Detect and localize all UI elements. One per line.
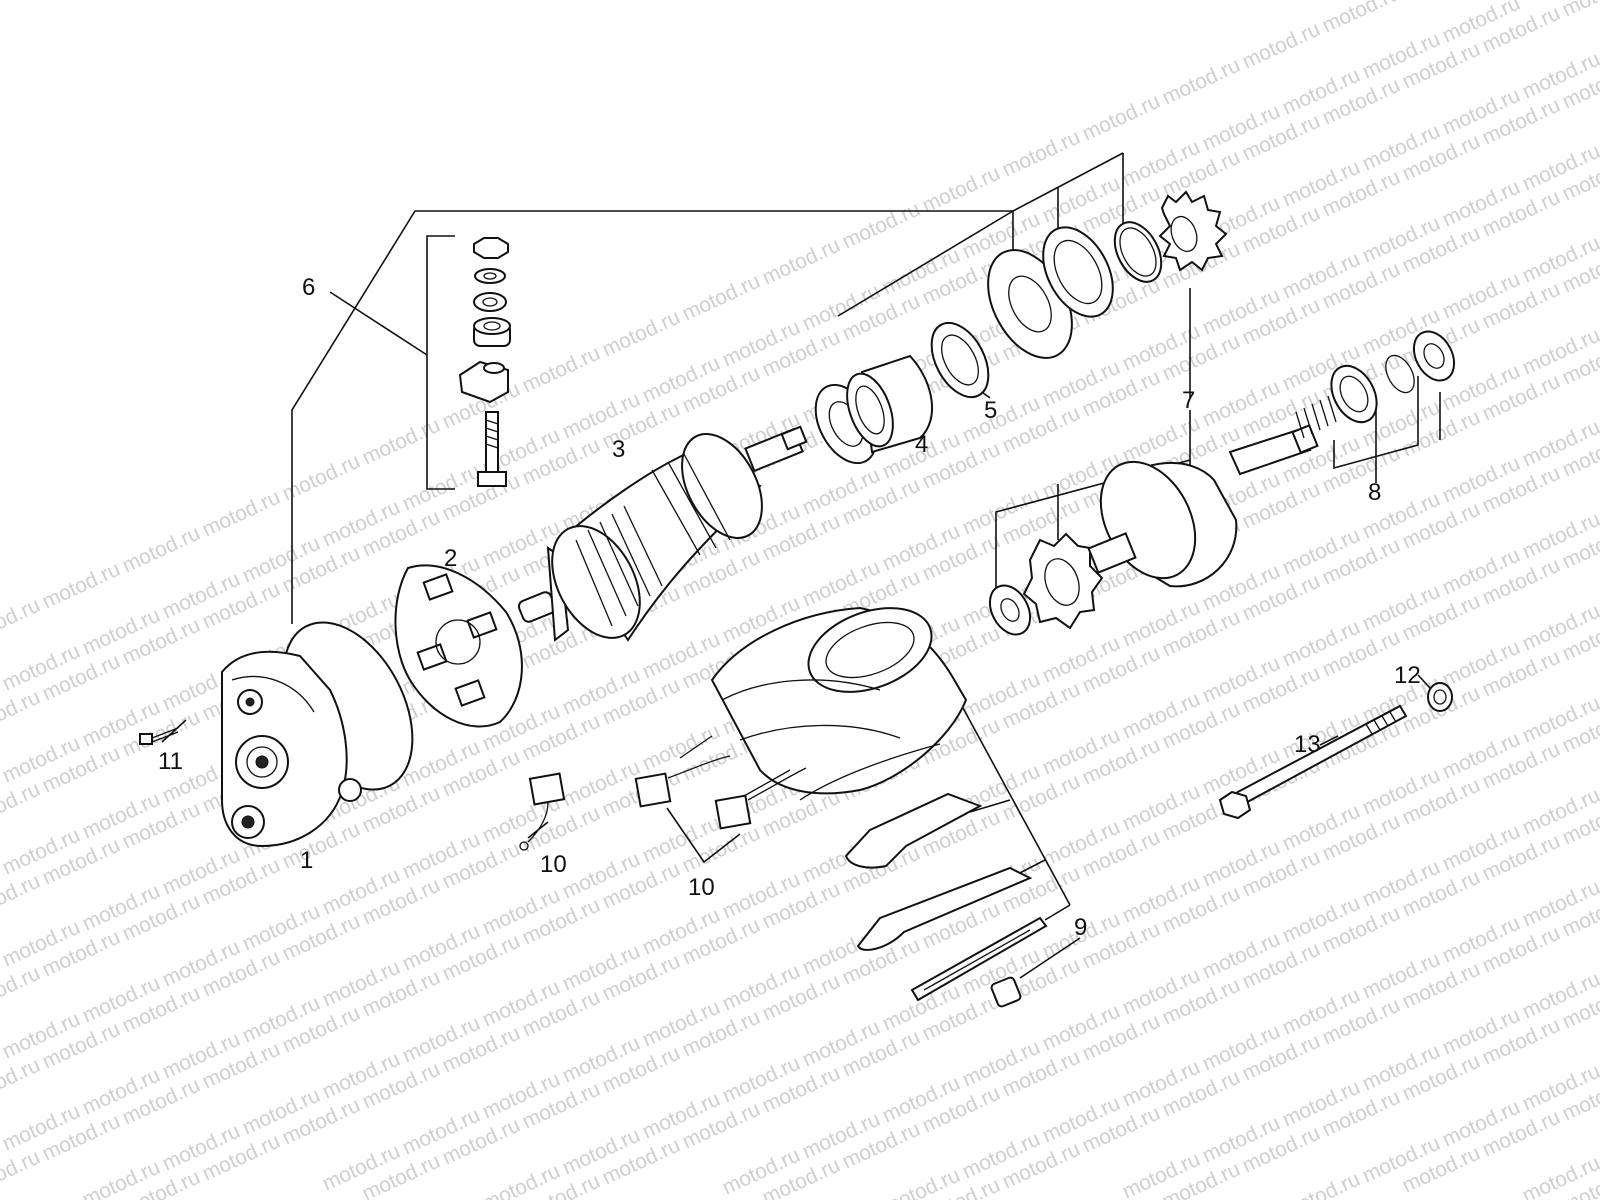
armature bbox=[517, 425, 808, 642]
leader-9-housing bbox=[962, 707, 1071, 906]
brush-single bbox=[528, 772, 566, 806]
sealing-washer bbox=[1427, 682, 1453, 712]
callout-6: 6 bbox=[302, 274, 315, 301]
callout-10-pair: 10 bbox=[688, 874, 715, 901]
callout-11: 11 bbox=[158, 748, 183, 775]
brush-holder-bottom bbox=[454, 679, 486, 707]
hex-nut bbox=[473, 237, 509, 259]
drive-assembly bbox=[988, 424, 1319, 636]
end-cover bbox=[221, 621, 414, 848]
leader-9-d bbox=[1019, 937, 1081, 979]
terminal-bolt bbox=[485, 411, 499, 475]
shim-2 bbox=[856, 866, 1033, 951]
field-housing bbox=[679, 606, 968, 801]
shim-1 bbox=[844, 792, 983, 869]
plug bbox=[990, 976, 1022, 1008]
pinion-shaft-stub bbox=[1087, 532, 1137, 574]
screw bbox=[139, 727, 179, 745]
bolt-head-hex bbox=[1218, 790, 1252, 820]
callout-1: 1 bbox=[300, 847, 313, 874]
shaft-parts bbox=[814, 221, 1163, 465]
field-coil-top bbox=[807, 607, 933, 693]
brush-holder-left bbox=[416, 643, 448, 671]
brush-left bbox=[634, 772, 672, 808]
callout-13: 13 bbox=[1294, 731, 1321, 758]
through-bolt bbox=[1218, 704, 1408, 820]
commutator bbox=[551, 525, 641, 639]
callout-4: 4 bbox=[915, 431, 928, 458]
spring-kit bbox=[1295, 330, 1456, 439]
leader-10-brushes bbox=[666, 807, 741, 864]
mount-boss-right bbox=[338, 778, 362, 802]
washer-drive bbox=[988, 584, 1032, 636]
leader-11 bbox=[161, 719, 187, 743]
callout-7: 7 bbox=[1182, 387, 1195, 414]
washer-shim bbox=[1042, 226, 1114, 318]
brush-plate bbox=[394, 564, 523, 728]
spring-washer bbox=[473, 292, 507, 312]
callout-9: 9 bbox=[1074, 914, 1087, 941]
armature-core-end bbox=[681, 433, 763, 539]
brushes bbox=[519, 755, 807, 851]
bushing bbox=[930, 321, 990, 399]
leader-12 bbox=[1417, 674, 1431, 689]
circlip bbox=[1113, 221, 1163, 283]
leader-to-washer bbox=[837, 210, 1014, 317]
brush-plate-body bbox=[394, 564, 523, 728]
leader-9-c bbox=[1044, 904, 1071, 921]
callout-8: 8 bbox=[1368, 479, 1381, 506]
magnet-shims bbox=[844, 792, 1048, 1008]
callout-3: 3 bbox=[612, 436, 625, 463]
leader-bracket-main bbox=[291, 210, 1013, 624]
leader-13 bbox=[1319, 735, 1339, 746]
leader-6 bbox=[329, 291, 428, 356]
leader-9-a bbox=[969, 799, 1011, 813]
leader-lines bbox=[161, 152, 1441, 979]
end-washer bbox=[1412, 330, 1456, 382]
leader-top-right bbox=[1012, 152, 1124, 212]
callout-12: 12 bbox=[1394, 662, 1421, 689]
terminal-kit bbox=[458, 237, 511, 487]
bracket-6 bbox=[426, 235, 455, 490]
washer-small bbox=[474, 268, 506, 284]
spring bbox=[1295, 395, 1337, 439]
callout-labels: 1 2 3 4 5 6 7 8 9 10 10 11 12 13 bbox=[158, 274, 1421, 941]
callout-2: 2 bbox=[444, 545, 457, 572]
bolt-head bbox=[477, 471, 507, 487]
snap-ring bbox=[1385, 354, 1415, 394]
brush-holder-right bbox=[466, 611, 498, 639]
output-shaft bbox=[1228, 428, 1312, 476]
callout-5: 5 bbox=[984, 397, 997, 424]
brush-holder-top bbox=[422, 573, 454, 601]
callout-10-single: 10 bbox=[540, 851, 567, 878]
brush-right bbox=[714, 794, 752, 830]
drive-gear bbox=[1022, 532, 1104, 630]
gear-upper bbox=[1158, 190, 1228, 272]
